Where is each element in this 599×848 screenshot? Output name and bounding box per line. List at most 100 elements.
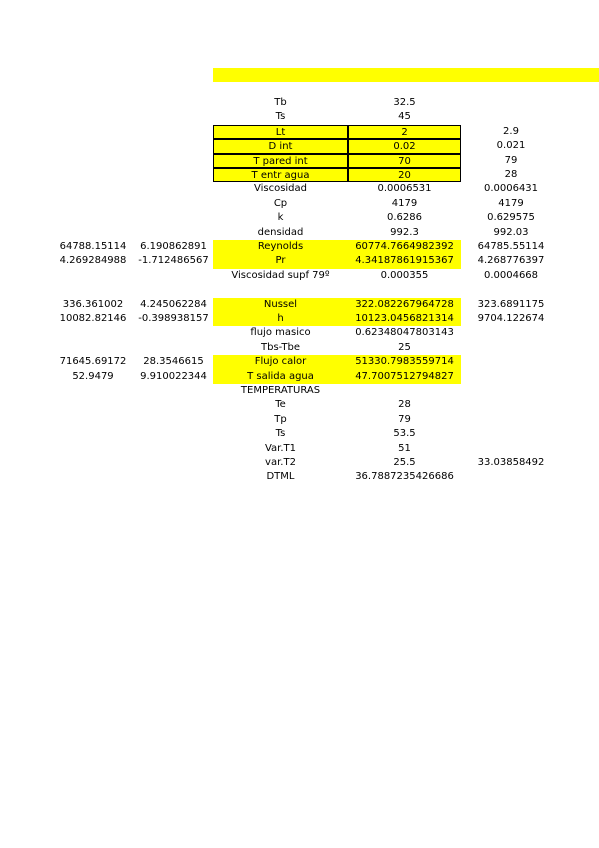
cell-label[interactable]: k — [277, 212, 284, 224]
cell-col-a[interactable] — [52, 269, 134, 283]
cell-value[interactable]: 2 — [348, 124, 461, 140]
cell-col-b[interactable] — [134, 413, 213, 427]
cell-col-b[interactable]: 4.245062284 — [140, 298, 207, 310]
cell-extra[interactable]: 64785.55114 — [477, 241, 545, 252]
cell-col-a[interactable]: 336.361002 — [62, 298, 124, 310]
cell-value[interactable]: 51330.7983559714 — [348, 355, 461, 370]
cell-col-a[interactable]: 64788.15114 — [59, 241, 127, 252]
cell-col-a[interactable]: 10082.82146 — [59, 313, 127, 324]
cell-label[interactable]: densidad — [257, 226, 304, 238]
cell-extra[interactable]: 0.0004668 — [483, 269, 539, 281]
cell-extra[interactable] — [461, 413, 561, 427]
cell-col-a[interactable] — [52, 125, 134, 139]
cell-extra[interactable] — [461, 370, 561, 384]
cell-extra[interactable]: 9704.122674 — [477, 313, 545, 324]
cell-col-b[interactable] — [134, 226, 213, 240]
cell-col-b[interactable]: 9.910022344 — [140, 370, 207, 382]
cell-value[interactable]: 51 — [398, 442, 411, 454]
cell-col-b[interactable] — [134, 154, 213, 168]
cell-col-a[interactable] — [52, 197, 134, 211]
cell-value[interactable]: 322.082267964728 — [348, 297, 461, 312]
cell-col-b[interactable] — [134, 139, 213, 153]
cell-col-b[interactable] — [134, 398, 213, 412]
cell-label[interactable]: flujo masico — [250, 327, 311, 339]
cell-col-a[interactable] — [52, 427, 134, 441]
cell-col-a[interactable] — [52, 384, 134, 398]
cell-extra[interactable]: 0.629575 — [487, 212, 535, 224]
cell-extra[interactable]: 0.0006431 — [483, 183, 539, 195]
cell-col-a[interactable] — [52, 182, 134, 196]
cell-extra[interactable]: 0.021 — [496, 140, 526, 152]
cell-col-a[interactable]: 52.9479 — [72, 370, 114, 382]
cell-label[interactable]: Tp — [274, 413, 287, 425]
cell-value[interactable]: 10123.0456821314 — [348, 312, 461, 327]
cell-label[interactable]: T entr agua — [213, 168, 348, 183]
cell-col-a[interactable] — [52, 139, 134, 153]
cell-col-a[interactable] — [52, 398, 134, 412]
cell-label[interactable]: Reynolds — [213, 240, 348, 255]
cell-extra[interactable] — [461, 398, 561, 412]
cell-extra[interactable] — [461, 283, 561, 297]
cell-value[interactable]: 36.7887235426686 — [355, 471, 454, 483]
cell-value[interactable]: 0.02 — [348, 139, 461, 154]
cell-col-b[interactable] — [134, 125, 213, 139]
cell-label[interactable]: Tbs-Tbe — [261, 341, 300, 353]
cell-value[interactable]: 79 — [398, 413, 411, 425]
cell-col-b[interactable] — [134, 110, 213, 124]
cell-value[interactable]: 60774.7664982392 — [348, 240, 461, 255]
cell-col-b[interactable] — [134, 442, 213, 456]
cell-value[interactable]: 0.000355 — [380, 269, 429, 281]
cell-col-a[interactable] — [52, 96, 134, 110]
cell-label[interactable]: Te — [275, 399, 286, 411]
cell-col-b[interactable] — [134, 326, 213, 340]
cell-col-b[interactable]: -0.398938157 — [138, 313, 209, 324]
cell-col-b[interactable]: 28.3546615 — [143, 356, 204, 368]
cell-col-a[interactable] — [52, 456, 134, 470]
cell-col-b[interactable] — [134, 384, 213, 398]
cell-value[interactable]: 4179 — [391, 197, 418, 209]
cell-extra[interactable]: 992.03 — [493, 226, 529, 238]
cell-label[interactable]: T salida agua — [213, 369, 348, 384]
cell-col-b[interactable] — [134, 182, 213, 196]
cell-col-a[interactable] — [52, 110, 134, 124]
cell-extra[interactable]: 28 — [504, 169, 518, 180]
cell-value[interactable]: 4.34187861915367 — [348, 254, 461, 269]
cell-value[interactable]: 32.5 — [393, 97, 416, 108]
cell-label[interactable]: Flujo calor — [213, 355, 348, 370]
cell-label[interactable]: TEMPERATURAS — [240, 385, 321, 396]
cell-col-b[interactable] — [134, 211, 213, 225]
cell-extra[interactable] — [461, 341, 561, 355]
cell-value[interactable] — [348, 283, 461, 297]
cell-value[interactable]: 25 — [398, 341, 411, 353]
cell-extra[interactable] — [461, 110, 561, 124]
cell-label[interactable]: DTML — [266, 471, 295, 483]
cell-extra[interactable]: 4.268776397 — [477, 255, 545, 267]
cell-col-b[interactable] — [134, 269, 213, 283]
cell-col-a[interactable] — [52, 226, 134, 240]
cell-label[interactable]: Lt — [213, 124, 348, 140]
cell-col-b[interactable] — [134, 456, 213, 470]
cell-extra[interactable] — [461, 96, 561, 110]
cell-extra[interactable] — [461, 355, 561, 369]
cell-label[interactable]: Tb — [274, 97, 287, 108]
cell-col-a[interactable] — [52, 442, 134, 456]
cell-label[interactable]: Ts — [275, 111, 286, 123]
cell-col-a[interactable]: 4.269284988 — [59, 255, 127, 267]
cell-label[interactable]: Ts — [275, 428, 286, 440]
cell-extra[interactable] — [461, 326, 561, 340]
cell-label[interactable]: var.T2 — [265, 457, 296, 468]
cell-col-b[interactable] — [134, 168, 213, 182]
cell-col-b[interactable] — [134, 96, 213, 110]
cell-label[interactable]: D int — [213, 139, 348, 154]
cell-value[interactable]: 20 — [348, 168, 461, 183]
cell-extra[interactable] — [461, 384, 561, 398]
cell-value[interactable]: 0.62348047803143 — [355, 327, 454, 339]
cell-col-a[interactable] — [52, 283, 134, 297]
cell-value[interactable]: 25.5 — [393, 457, 416, 468]
cell-col-a[interactable] — [52, 470, 134, 484]
cell-col-b[interactable] — [134, 197, 213, 211]
cell-label[interactable]: h — [213, 312, 348, 327]
cell-col-a[interactable] — [52, 326, 134, 340]
cell-col-a[interactable] — [52, 154, 134, 168]
cell-label[interactable]: Viscosidad — [253, 183, 308, 195]
